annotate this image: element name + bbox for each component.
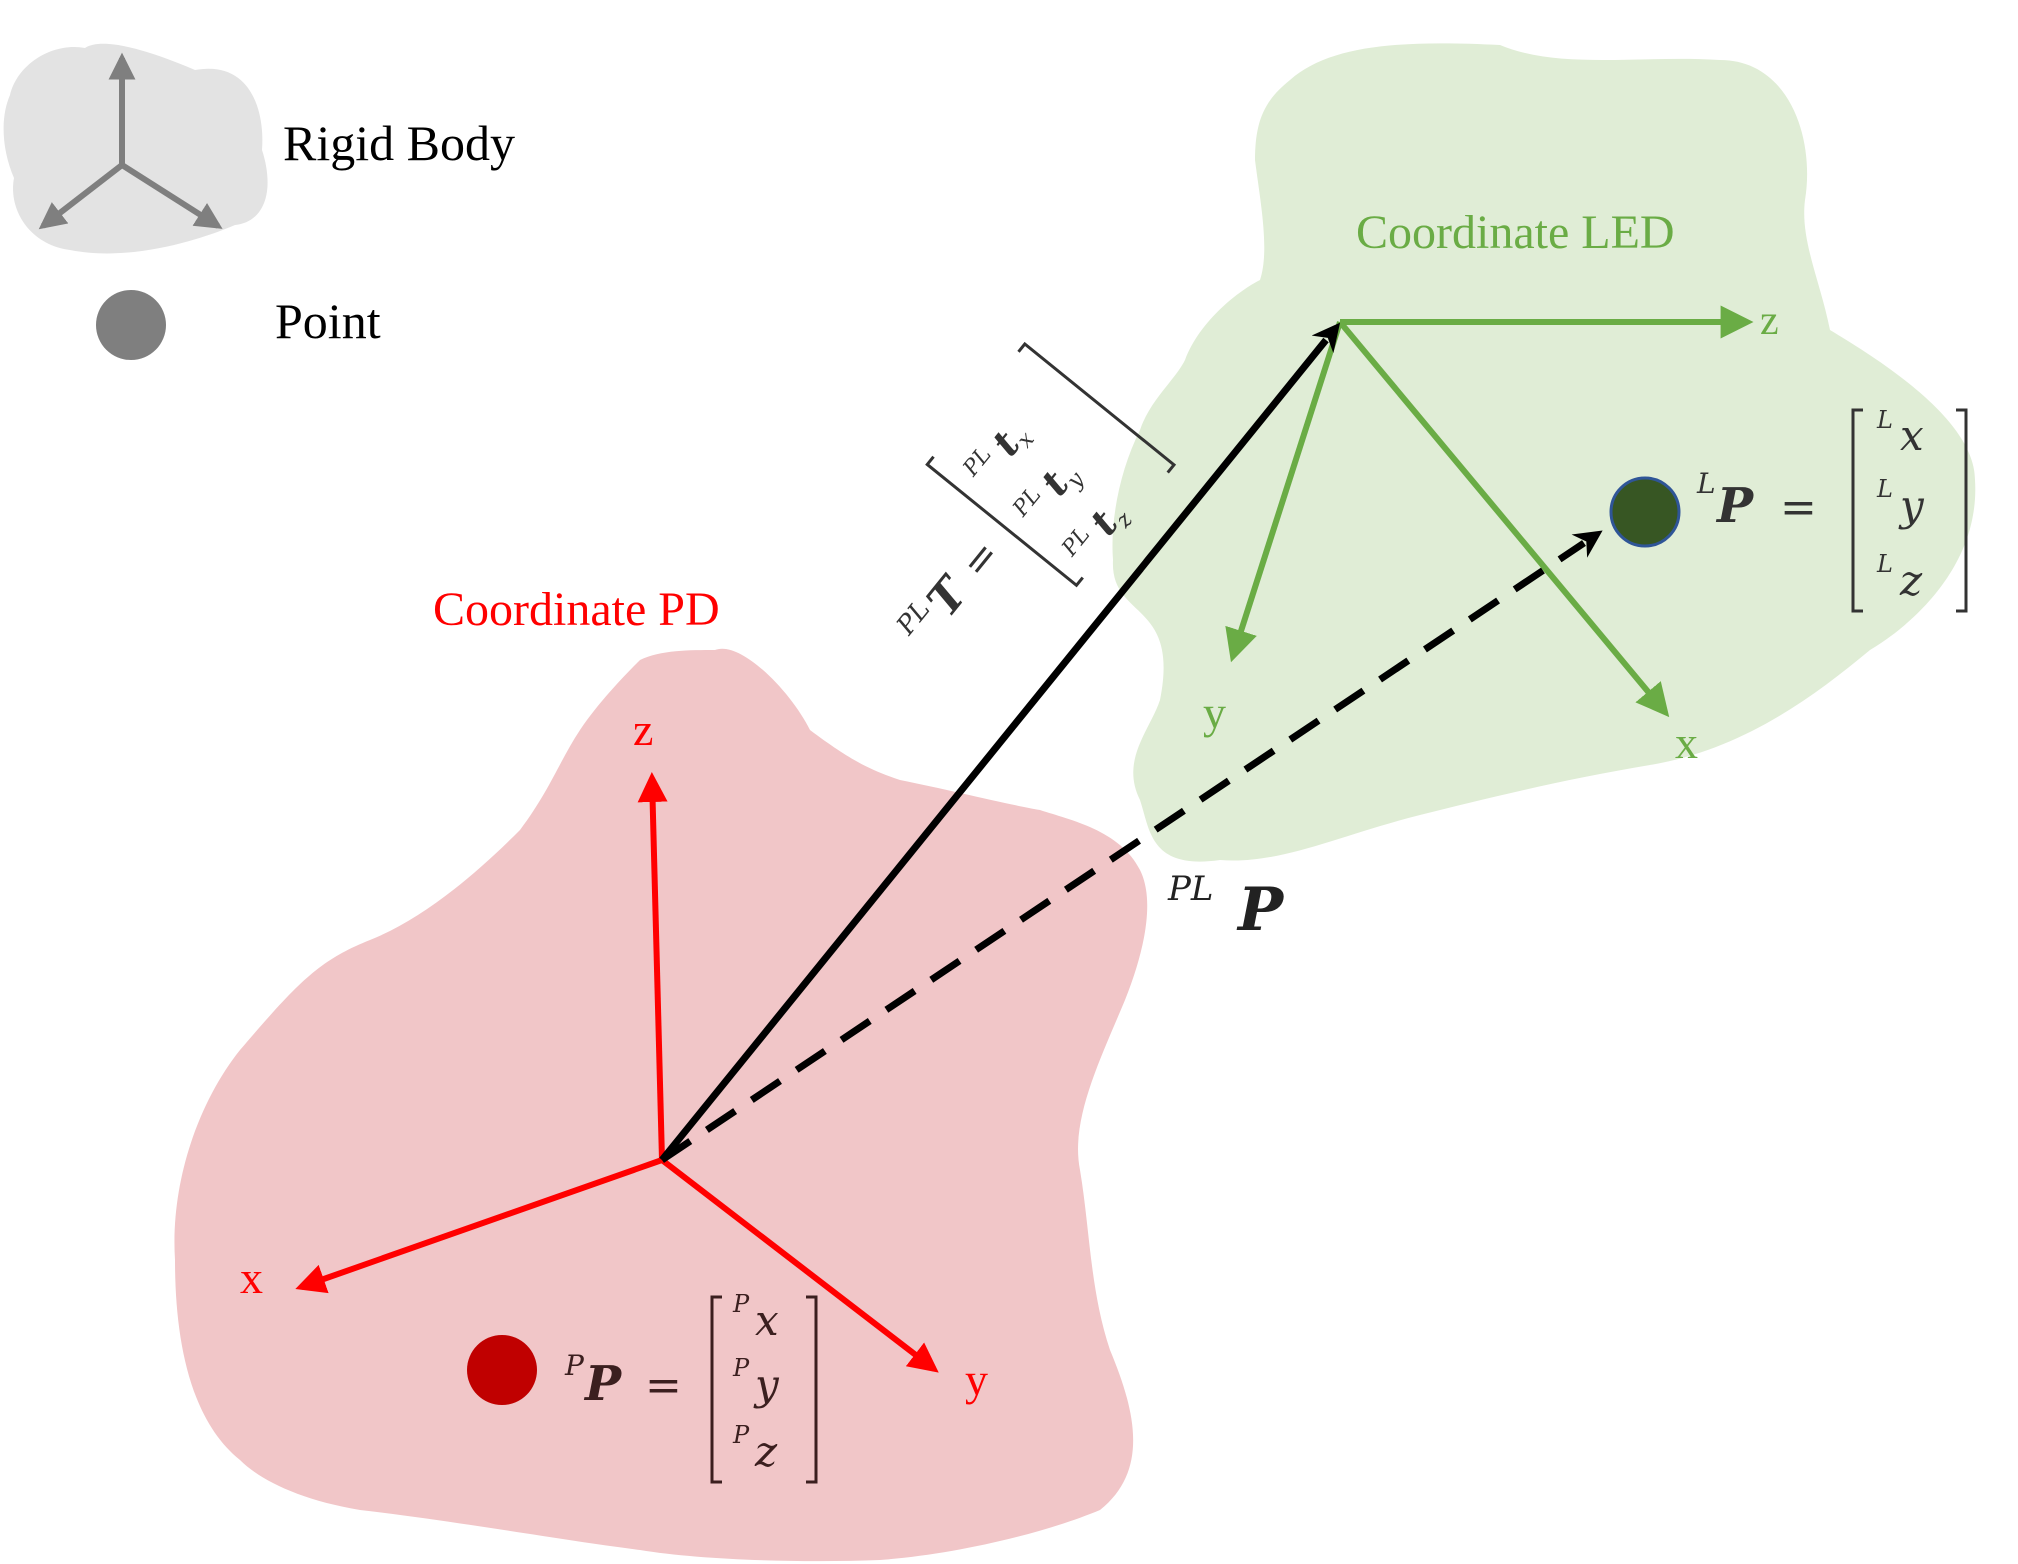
translation-equation: PL T = PL t x PL t y PL t z — [891, 341, 1177, 641]
pd-point-eq-row1-var: x — [755, 1296, 779, 1345]
pd-frame: Coordinate PD z x y — [240, 583, 988, 1405]
translation-vector — [659, 322, 1341, 1163]
pd-point-eq-row2-var: y — [753, 1360, 780, 1409]
led-point-eq-row2-super: L — [1876, 475, 1893, 503]
led-point-eq-row3-super: L — [1876, 550, 1893, 578]
led-point-eq-left-bracket — [1851, 408, 1863, 613]
led-y-axis — [1225, 321, 1343, 663]
translation-eq-right-bracket — [1017, 341, 1177, 474]
pd-z-label: z — [633, 704, 653, 755]
pd-point-eq-super: P — [564, 1349, 585, 1382]
led-point-eq-row1-super: L — [1876, 406, 1893, 434]
pd-point-eq-row2-super: P — [732, 1354, 750, 1382]
led-point-equation: L P = L x L y L z — [1696, 406, 1968, 613]
translation-eq-row1-super: PL — [958, 443, 997, 482]
led-z-label: z — [1760, 298, 1779, 344]
pd-point-eq-row3-super: P — [732, 1421, 750, 1449]
pd-x-label: x — [240, 1252, 263, 1303]
led-rigid-body-region — [1112, 43, 1976, 862]
legend: Rigid Body Point — [3, 43, 515, 360]
led-point-eq-equals: = — [1780, 482, 1817, 533]
translation-eq-row3-super: PL — [1057, 522, 1096, 561]
translation-eq-equals: = — [952, 532, 1009, 587]
led-point-eq-symbol: P — [1715, 478, 1755, 534]
led-point-eq-row3-var: z — [1899, 556, 1923, 605]
led-point-eq-right-bracket — [1956, 408, 1968, 613]
led-y-label: y — [1203, 687, 1226, 738]
led-x-axis — [1337, 320, 1670, 718]
pd-point-equation: P P = P x P y P z — [564, 1290, 818, 1484]
pd-point-eq-equals: = — [645, 1360, 682, 1411]
pd-point-eq-left-bracket — [710, 1295, 722, 1484]
legend-point-label: Point — [275, 293, 381, 349]
led-point-eq-row2-var: y — [1898, 481, 1925, 530]
pd-point-eq-symbol: P — [583, 1356, 623, 1412]
led-frame-title: Coordinate LED — [1356, 206, 1675, 259]
relative-point-super: PL — [1167, 869, 1213, 909]
led-point — [1609, 476, 1681, 548]
translation-eq-row2-super: PL — [1008, 483, 1047, 522]
legend-point-dot — [96, 290, 166, 360]
legend-axes-icon — [38, 52, 223, 230]
transform-vectors — [659, 322, 1603, 1163]
led-x-label: x — [1675, 717, 1698, 768]
pd-frame-title: Coordinate PD — [433, 583, 720, 636]
relative-point-symbol: P — [1236, 875, 1285, 945]
legend-rigid-body-blob — [3, 43, 268, 254]
relative-point-vector — [660, 530, 1603, 1163]
pd-z-axis — [637, 772, 668, 1161]
pd-x-axis — [295, 1157, 663, 1294]
pd-y-axis — [660, 1157, 939, 1373]
pd-point — [467, 1335, 537, 1405]
legend-rigid-body-label: Rigid Body — [283, 115, 515, 171]
translation-eq-left-bracket — [925, 455, 1084, 588]
led-point-eq-row1-var: x — [1900, 411, 1924, 460]
pd-point-eq-right-bracket — [806, 1295, 818, 1484]
led-frame: Coordinate LED z y x — [1203, 206, 1779, 768]
pd-point-eq-row1-super: P — [732, 1290, 750, 1318]
pd-point-eq-row3-var: z — [754, 1427, 778, 1476]
relative-point-label: PL P — [1167, 869, 1285, 945]
led-point-eq-super: L — [1696, 467, 1716, 500]
pd-y-label: y — [965, 1354, 988, 1405]
